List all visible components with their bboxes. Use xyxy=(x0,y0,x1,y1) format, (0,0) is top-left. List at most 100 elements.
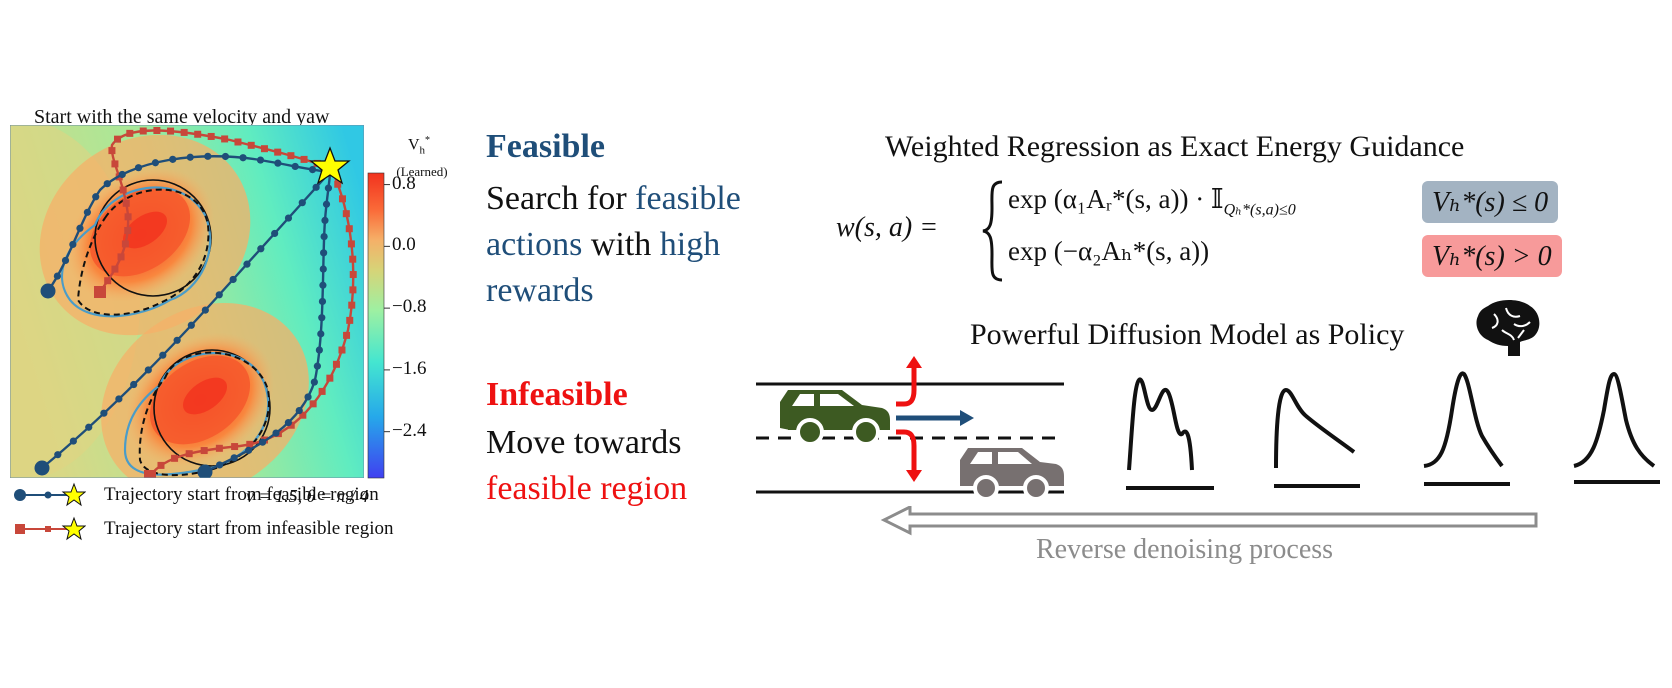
trajectory-marker xyxy=(342,210,350,218)
colorbar-label: Vh* xyxy=(407,135,431,157)
trajectory-marker xyxy=(111,160,119,168)
trajectory-marker xyxy=(257,245,265,253)
trajectory-marker xyxy=(317,330,325,338)
trajectory-marker xyxy=(231,443,239,451)
trajectory-marker xyxy=(215,444,223,452)
trajectory-marker xyxy=(315,346,323,354)
trajectory-marker xyxy=(320,249,328,257)
trajectory-marker xyxy=(216,461,224,469)
trajectory-marker xyxy=(338,195,346,203)
trajectory-marker xyxy=(234,138,242,146)
trajectory-marker xyxy=(215,291,223,299)
trajectory-marker xyxy=(118,170,126,179)
colorbar-tick-label: 0.8 xyxy=(392,172,416,194)
road-scene xyxy=(756,356,1064,500)
trajectory-marker xyxy=(54,451,62,459)
trajectory-marker xyxy=(126,129,134,137)
trajectory-marker xyxy=(332,360,340,368)
trajectory-marker xyxy=(139,127,147,135)
trajectory-marker xyxy=(349,255,357,263)
trajectory-marker xyxy=(34,460,50,476)
trajectory-marker xyxy=(349,271,357,279)
trajectory-marker xyxy=(230,454,238,462)
trajectory-marker xyxy=(124,226,132,234)
value-function-plot xyxy=(10,125,390,479)
legend-infeasible-label: Trajectory start from infeasible region xyxy=(104,518,394,539)
condition-feasible-badge: Vₕ*(s) ≤ 0 xyxy=(1422,181,1559,223)
trajectory-marker xyxy=(338,346,346,354)
feasible-description: Search for feasible actions with high re… xyxy=(486,176,786,314)
trajectory-marker xyxy=(295,406,303,415)
distribution-skewed-icon xyxy=(1274,387,1360,488)
distribution-peaked-icon xyxy=(1423,371,1510,486)
trajectory-marker xyxy=(180,128,188,136)
trajectory-marker xyxy=(229,275,237,284)
legend-infeasible: Trajectory start from infeasible region xyxy=(12,516,394,542)
trajectory-marker xyxy=(313,362,321,370)
trajectory-marker xyxy=(144,470,156,478)
heatmap xyxy=(10,125,364,478)
text-plain: Search for xyxy=(486,180,636,217)
formula-case-1: exp (α₁Aᵣ*(s, a)) · 𝕀Qₕ*(s,a)≤0 xyxy=(1008,184,1296,219)
trajectory-marker xyxy=(259,438,267,446)
trajectory-marker xyxy=(287,421,295,429)
infeasible-legend-marker-icon xyxy=(15,516,86,541)
colorbar-tick-label: 0.0 xyxy=(392,234,416,256)
trajectory-marker xyxy=(130,380,138,389)
trajectory-marker xyxy=(53,272,61,280)
trajectory-marker xyxy=(169,155,177,163)
trajectory-marker xyxy=(200,447,208,455)
trajectory-marker xyxy=(246,440,254,448)
text-highlight-rewards: high rewards xyxy=(486,226,721,309)
formula-lhs: w(s, a) = xyxy=(836,212,939,243)
trajectory-marker xyxy=(346,316,354,324)
trajectory-marker xyxy=(187,321,195,329)
trajectory-marker xyxy=(144,366,152,374)
trajectory-marker xyxy=(304,393,312,401)
reverse-process-label: Reverse denoising process xyxy=(1036,534,1334,565)
trajectory-marker xyxy=(271,229,279,238)
trajectory-marker xyxy=(111,265,119,273)
trajectory-marker xyxy=(345,225,353,233)
trajectory-marker xyxy=(284,418,292,427)
trajectory-marker xyxy=(124,213,132,221)
weighted-regression-title: Weighted Regression as Exact Energy Guid… xyxy=(885,130,1465,163)
trajectory-marker xyxy=(247,141,255,149)
trajectory-marker xyxy=(309,400,317,408)
trajectory-marker xyxy=(108,147,116,155)
trajectory-marker xyxy=(119,186,127,194)
trajectory-marker xyxy=(324,184,333,192)
trajectory-marker xyxy=(204,152,212,160)
trajectory-marker xyxy=(300,155,308,163)
trajectory-marker xyxy=(69,437,77,445)
feasible-legend-marker-icon xyxy=(14,482,86,507)
trajectory-marker xyxy=(103,180,111,188)
text-highlight-region: feasible region xyxy=(486,470,688,507)
trajectory-marker xyxy=(94,286,106,298)
trajectory-marker xyxy=(318,297,327,306)
other-car-icon xyxy=(960,448,1064,500)
trajectory-marker xyxy=(173,336,181,344)
trajectory-marker xyxy=(320,232,328,241)
trajectory-marker xyxy=(343,331,351,339)
trajectory-marker xyxy=(284,214,293,222)
colorbar-tick-label: −1.6 xyxy=(392,357,427,379)
colorbar-note: (Learned) xyxy=(396,164,448,179)
trajectory-marker xyxy=(221,152,230,161)
trajectory-marker xyxy=(61,256,70,265)
colorbar-tick-label: −2.4 xyxy=(392,419,427,441)
trajectory-marker xyxy=(291,162,299,171)
trajectory-marker xyxy=(256,156,265,164)
legend-feasible-label: Trajectory start from feasible region xyxy=(104,484,379,505)
trajectory-marker xyxy=(272,429,280,437)
diffusion-title: Powerful Diffusion Model as Policy xyxy=(970,318,1405,351)
trajectory-marker xyxy=(239,154,247,162)
trajectory-marker xyxy=(221,135,229,143)
trajectory-line xyxy=(41,171,331,469)
trajectory-marker xyxy=(334,180,342,188)
trajectory-marker xyxy=(274,148,282,156)
trajectory-marker xyxy=(157,461,165,469)
trajectory-marker xyxy=(243,260,251,268)
formula-case-2: exp (−α₂Aₕ*(s, a)) xyxy=(1008,236,1210,266)
legend-feasible: Trajectory start from feasible region xyxy=(12,482,379,508)
